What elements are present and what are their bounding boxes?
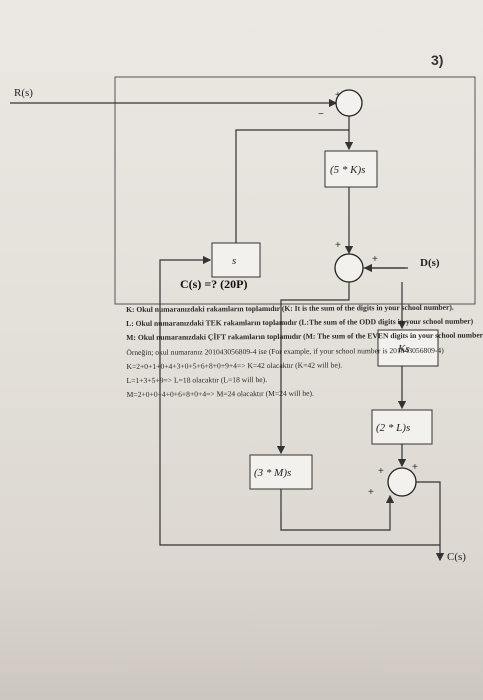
s-feedback-block: [211, 242, 261, 278]
ks-label: Ks: [397, 343, 410, 355]
sum1-plus-sign: +: [335, 90, 341, 101]
sum2-plus-top-sign: +: [372, 254, 378, 265]
note-example-intro: Örneğin; okul numaranız 201043056809-4 i…: [126, 345, 444, 357]
diagram-frame: [114, 76, 476, 305]
feedback-line-to-s: [159, 255, 440, 546]
sum3-plus-bottom-sign: +: [412, 462, 418, 473]
summing-junction-2: [334, 253, 364, 283]
sum3-plus-left-sign: +: [368, 487, 374, 498]
output-line: [416, 481, 445, 562]
problem-notes: K: Okul numaranızdaki rakamların toplamı…: [126, 300, 483, 402]
ks-block: [377, 329, 439, 367]
question-number: 3): [431, 52, 444, 68]
sum3-plus-top-sign: +: [378, 466, 384, 477]
question-text: C(s) =? (20P): [180, 277, 248, 291]
l-gain-block: [371, 409, 433, 445]
sum2-plus-left-sign: +: [335, 240, 341, 251]
k-gain-block: [324, 150, 378, 188]
line-m-to-sum3: [280, 489, 395, 531]
m-gain-block: [249, 454, 313, 490]
note-example-m: M=2+0+0+4+0+6+8+0+4=> M=24 olacaktır (M=…: [126, 388, 314, 400]
feedback-line-to-sum1: [235, 129, 349, 243]
s-feedback-label: s: [232, 255, 236, 267]
input-label: R(s): [14, 87, 33, 99]
k-gain-label: (5 * K)s: [330, 164, 365, 176]
l-gain-label: (2 * L)s: [376, 422, 410, 434]
m-gain-label: (3 * M)s: [254, 467, 291, 479]
line-sum2-to-m: [276, 282, 350, 455]
disturbance-label: D(s): [420, 257, 440, 269]
output-label: C(s): [447, 551, 466, 563]
sum1-minus-sign: −: [318, 109, 324, 120]
